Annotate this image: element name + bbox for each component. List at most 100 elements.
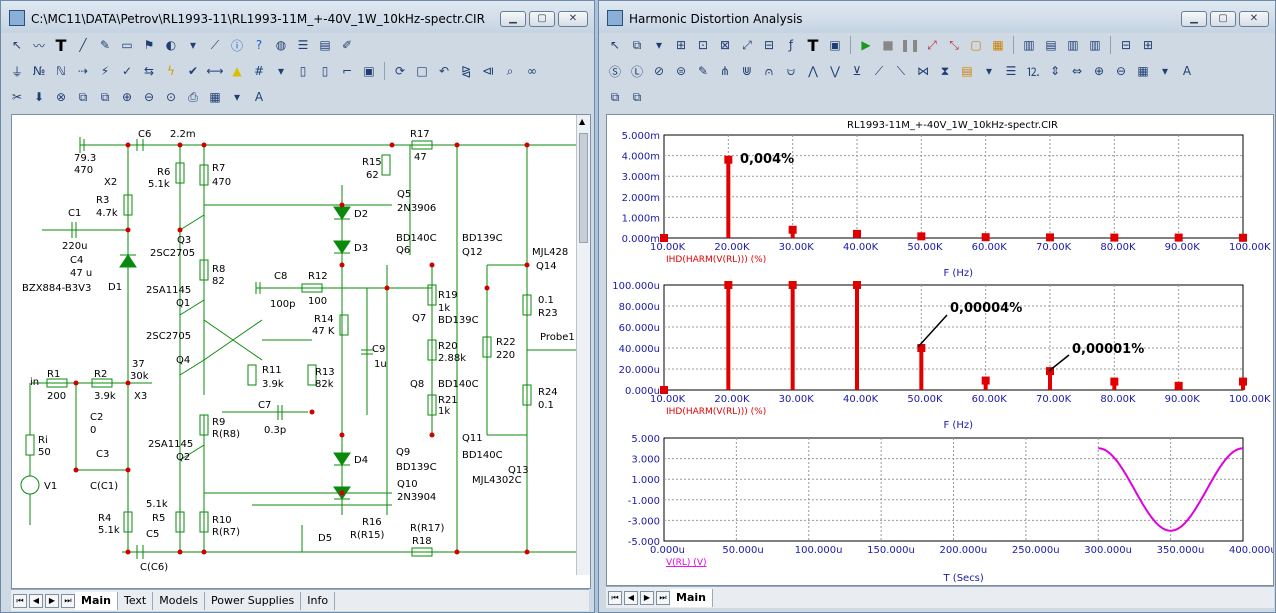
last-page-icon[interactable]: ⏭: [61, 593, 75, 608]
last-page-icon[interactable]: ⏭: [656, 590, 670, 605]
valley-icon[interactable]: ⋓: [741, 64, 753, 78]
zoom-out-icon[interactable]: ⊖: [1115, 64, 1127, 78]
rotate-icon[interactable]: ⟳: [394, 64, 406, 78]
corner-icon[interactable]: ⌐: [341, 64, 353, 78]
stop-icon[interactable]: ■: [882, 38, 894, 52]
pause-icon[interactable]: ❚❚: [899, 38, 921, 52]
dropdown-icon[interactable]: ▾: [189, 38, 197, 52]
minimize-button[interactable]: ▁: [1181, 11, 1207, 27]
inflection-icon[interactable]: ⋀: [808, 64, 818, 78]
horizontal-tag-icon[interactable]: ⊟: [763, 38, 775, 52]
global-high-icon[interactable]: ⋁: [830, 64, 840, 78]
maximize-button[interactable]: ▢: [1210, 11, 1236, 27]
grid-small-icon[interactable]: ▦: [992, 38, 1004, 52]
layout1-icon[interactable]: ▥: [1023, 38, 1035, 52]
schematic-vscroll[interactable]: ▲: [576, 115, 590, 575]
tab-power-supplies[interactable]: Power Supplies: [205, 591, 302, 610]
binoculars-icon[interactable]: ∞: [527, 64, 537, 78]
edit-icon[interactable]: ✐: [341, 38, 353, 52]
schematic-titlebar[interactable]: C:\MC11\DATA\Petrov\RL1993-11\RL1993-11M…: [1, 1, 594, 33]
grid-menu-icon[interactable]: ▦: [1137, 64, 1149, 78]
flip-icon[interactable]: ⧏: [482, 64, 494, 78]
tab-info[interactable]: Info: [301, 591, 336, 610]
node-number-icon[interactable]: №: [32, 64, 46, 78]
low-icon[interactable]: ⩁: [786, 63, 796, 78]
print-icon[interactable]: ⎙: [188, 89, 198, 104]
close-button[interactable]: ✕: [1239, 11, 1269, 27]
current-icon[interactable]: ⇢: [77, 64, 89, 78]
scroll-up-arrow[interactable]: ▲: [579, 117, 586, 126]
paste-icon[interactable]: ⧉: [100, 89, 110, 104]
info-icon[interactable]: ⓘ: [230, 38, 243, 53]
cursor-icon[interactable]: ⤢: [742, 37, 752, 52]
help-icon[interactable]: ?: [255, 38, 263, 52]
mirror-icon[interactable]: ⧎: [460, 64, 472, 78]
font-icon[interactable]: A: [1182, 64, 1192, 78]
power-icon[interactable]: ⚡: [100, 64, 110, 78]
first-page-icon[interactable]: ⏮: [13, 593, 27, 608]
next-page-icon[interactable]: ▶: [45, 593, 59, 608]
down-icon[interactable]: ⬇: [33, 90, 45, 104]
bus-icon[interactable]: ▭: [121, 38, 133, 52]
zoom-icon[interactable]: ⊘: [653, 64, 665, 78]
first-page-icon[interactable]: ⏮: [608, 590, 622, 605]
layout2-icon[interactable]: ▤: [1045, 38, 1057, 52]
zoom-in-icon[interactable]: ⊕: [1093, 64, 1105, 78]
ground-icon[interactable]: ⏚: [10, 64, 23, 79]
cut-icon[interactable]: ✂: [11, 90, 23, 104]
grid-dots-icon[interactable]: #: [253, 64, 265, 78]
bolt-icon[interactable]: ϟ: [167, 64, 175, 78]
zoom-out-icon[interactable]: ⊖: [143, 90, 155, 104]
maximize-button[interactable]: ▢: [529, 11, 555, 27]
tab-models[interactable]: Models: [153, 591, 205, 610]
tab-text[interactable]: Text: [118, 591, 154, 610]
schematic-drawing[interactable]: 79.3 470 X2 C6 2.2m R6 5.1k R7 470 R3 4.…: [12, 115, 578, 575]
fit-x-icon[interactable]: ⇕: [1049, 64, 1061, 78]
copy-icon[interactable]: ⧉: [632, 37, 642, 52]
function-icon[interactable]: ƒ: [788, 38, 794, 52]
tab-main[interactable]: Main: [670, 588, 713, 607]
stepping-icon[interactable]: Ⓢ: [608, 64, 621, 79]
maximize-plot-icon[interactable]: ⤢: [927, 37, 937, 52]
clip-icon[interactable]: ⧗: [940, 63, 950, 78]
copy-plot-icon[interactable]: ⧉: [610, 89, 620, 104]
paste-plot-icon[interactable]: ⧉: [632, 89, 642, 104]
frame-icon[interactable]: ▢: [970, 38, 982, 52]
probe-icon[interactable]: ⟋: [210, 37, 220, 52]
data-points-icon[interactable]: ⊡: [697, 38, 709, 52]
warning-icon[interactable]: ▲: [232, 64, 242, 78]
peak-icon[interactable]: ⋔: [719, 64, 731, 78]
find-icon[interactable]: ⌕: [506, 63, 514, 78]
prev-page-icon[interactable]: ◀: [29, 593, 43, 608]
slope-neg-icon[interactable]: ⟍: [896, 63, 906, 78]
dropdown-icon[interactable]: ▾: [1161, 64, 1169, 78]
dropdown-icon[interactable]: ▾: [655, 38, 663, 52]
paste-icon[interactable]: ▤: [961, 64, 973, 78]
close-button[interactable]: ✕: [558, 11, 588, 27]
text-tool-icon[interactable]: T: [55, 35, 67, 55]
undo-icon[interactable]: ↶: [438, 64, 450, 78]
list-icon[interactable]: ☰: [297, 38, 309, 52]
arrows-icon[interactable]: ⇆: [143, 64, 155, 78]
vscroll-thumb[interactable]: [579, 133, 588, 243]
dropdown-icon[interactable]: ▾: [277, 64, 285, 78]
copy-icon[interactable]: ⧉: [78, 89, 88, 104]
high-icon[interactable]: ⩀: [764, 63, 774, 78]
globe-icon[interactable]: ◍: [275, 38, 287, 52]
edit-props-icon[interactable]: ✎: [697, 64, 709, 78]
minimize-button[interactable]: ▁: [500, 11, 526, 27]
tokens-icon[interactable]: ⊠: [719, 38, 731, 52]
scale-icon[interactable]: ⊞: [675, 38, 687, 52]
pin-icon[interactable]: ⟷: [206, 64, 224, 78]
dropdown-icon[interactable]: ▾: [233, 90, 241, 104]
undo-zoom-icon[interactable]: ⊜: [675, 64, 687, 78]
text-tool-icon[interactable]: T: [807, 35, 819, 55]
line-tool-icon[interactable]: ╱: [79, 38, 87, 52]
layout3-icon[interactable]: ▥: [1067, 38, 1079, 52]
split-v-icon[interactable]: ⊞: [1142, 38, 1154, 52]
font-icon[interactable]: A: [254, 90, 264, 104]
plot-area[interactable]: RL1993-11M_+-40V_1W_10kHz-spectr.CIR 10.…: [607, 115, 1273, 585]
next-page-icon[interactable]: ▶: [640, 590, 654, 605]
flag-icon[interactable]: ⚑: [143, 38, 155, 52]
fit-y-icon[interactable]: ⇔: [1071, 64, 1083, 78]
